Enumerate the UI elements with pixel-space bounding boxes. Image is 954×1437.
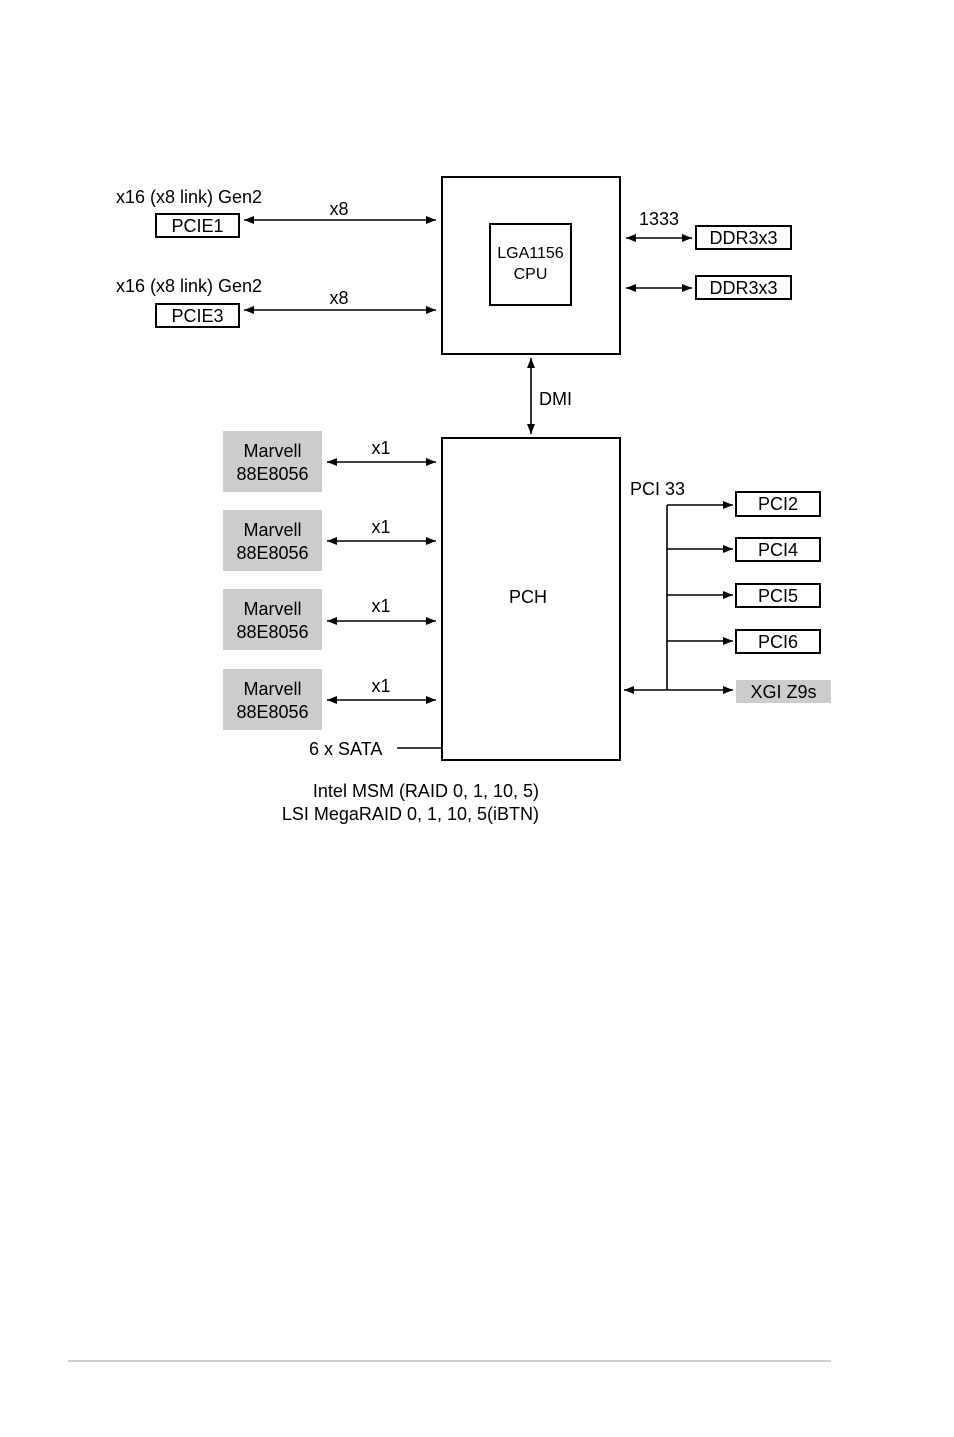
cpu-block: LGA1156 CPU bbox=[442, 177, 620, 354]
raid-line-1: Intel MSM (RAID 0, 1, 10, 5) bbox=[313, 781, 539, 801]
pcie1-slot-label: PCIE1 bbox=[171, 216, 223, 236]
lan-chip-vendor: Marvell bbox=[243, 441, 301, 461]
cpu-label: CPU bbox=[514, 266, 548, 283]
ddr3-label-1: DDR3x3 bbox=[709, 228, 777, 248]
vga-chip-label: XGI Z9s bbox=[750, 682, 816, 702]
lan-lanes-label: x1 bbox=[371, 596, 390, 616]
lan-controller-2: Marvell 88E8056 x1 bbox=[223, 510, 436, 571]
lan-lanes-label: x1 bbox=[371, 517, 390, 537]
raid-line-2: LSI MegaRAID 0, 1, 10, 5(iBTN) bbox=[282, 804, 539, 824]
lan-chip-vendor: Marvell bbox=[243, 520, 301, 540]
pcie1-spec-label: x16 (x8 link) Gen2 bbox=[116, 187, 262, 207]
lan-chip-model: 88E8056 bbox=[236, 622, 308, 642]
cpu-socket-box bbox=[490, 224, 571, 305]
pcie3-link: x16 (x8 link) Gen2 PCIE3 x8 bbox=[116, 276, 436, 327]
lan-chip-vendor: Marvell bbox=[243, 679, 301, 699]
pcie3-lanes-label: x8 bbox=[329, 288, 348, 308]
pcie3-slot-label: PCIE3 bbox=[171, 306, 223, 326]
pci5-slot-label: PCI5 bbox=[758, 586, 798, 606]
pci6-slot-label: PCI6 bbox=[758, 632, 798, 652]
dmi-link: DMI bbox=[531, 358, 572, 434]
lan-lanes-label: x1 bbox=[371, 676, 390, 696]
lan-chip-model: 88E8056 bbox=[236, 464, 308, 484]
pch-label: PCH bbox=[509, 587, 547, 607]
lan-controller-1: Marvell 88E8056 x1 bbox=[223, 431, 436, 492]
sata-label: 6 x SATA bbox=[309, 739, 382, 759]
pci2-slot-label: PCI2 bbox=[758, 494, 798, 514]
pci-bus: PCI 33 PCI2 PCI4 PCI5 PCI6 XGI Z9s bbox=[624, 479, 831, 703]
pcie1-link: x16 (x8 link) Gen2 PCIE1 x8 bbox=[116, 187, 436, 237]
pcie3-spec-label: x16 (x8 link) Gen2 bbox=[116, 276, 262, 296]
dmi-label: DMI bbox=[539, 389, 572, 409]
pcie1-lanes-label: x8 bbox=[329, 199, 348, 219]
lan-chip-model: 88E8056 bbox=[236, 543, 308, 563]
pci-bus-label: PCI 33 bbox=[630, 479, 685, 499]
pci4-slot-label: PCI4 bbox=[758, 540, 798, 560]
lan-controller-4: Marvell 88E8056 x1 bbox=[223, 669, 436, 730]
ddr3-label-2: DDR3x3 bbox=[709, 278, 777, 298]
memory-links: 1333 DDR3x3 DDR3x3 bbox=[626, 209, 791, 299]
lan-lanes-label: x1 bbox=[371, 438, 390, 458]
pch-block: PCH bbox=[442, 438, 620, 760]
lan-controller-3: Marvell 88E8056 x1 bbox=[223, 589, 436, 650]
cpu-socket-label: LGA1156 bbox=[497, 245, 564, 262]
lan-chip-vendor: Marvell bbox=[243, 599, 301, 619]
lan-chip-model: 88E8056 bbox=[236, 702, 308, 722]
memory-speed-label: 1333 bbox=[639, 209, 679, 229]
